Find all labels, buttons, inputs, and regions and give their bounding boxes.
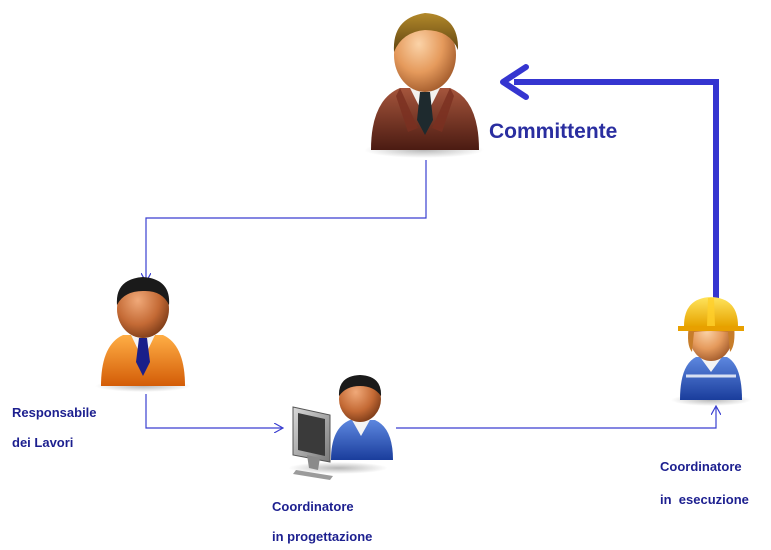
businessman-orange-icon	[95, 277, 191, 392]
construction-worker-icon	[671, 297, 751, 406]
progettazione-label-line2: in progettazione	[272, 529, 373, 544]
arrow-responsabile-to-progettazione	[145, 394, 282, 428]
thick-arrow-esecuzione-to-committente	[514, 79, 719, 298]
thick-arrow-head	[500, 64, 529, 100]
computer-user-icon	[288, 375, 393, 480]
progettazione-label-line1: Coordinatore	[272, 499, 354, 514]
committente-label: Committente	[489, 120, 618, 143]
arrow-progettazione-to-esecuzione	[396, 407, 716, 429]
responsabile-label-line2: dei Lavori	[12, 435, 74, 450]
arrow-committente-to-responsabile	[146, 160, 427, 281]
esecuzione-label-line2: in esecuzione	[660, 492, 749, 507]
responsabile-label-line1: Responsabile	[12, 405, 97, 420]
esecuzione-label-line1: Coordinatore	[660, 459, 742, 474]
businessman-brown-icon	[364, 13, 484, 158]
